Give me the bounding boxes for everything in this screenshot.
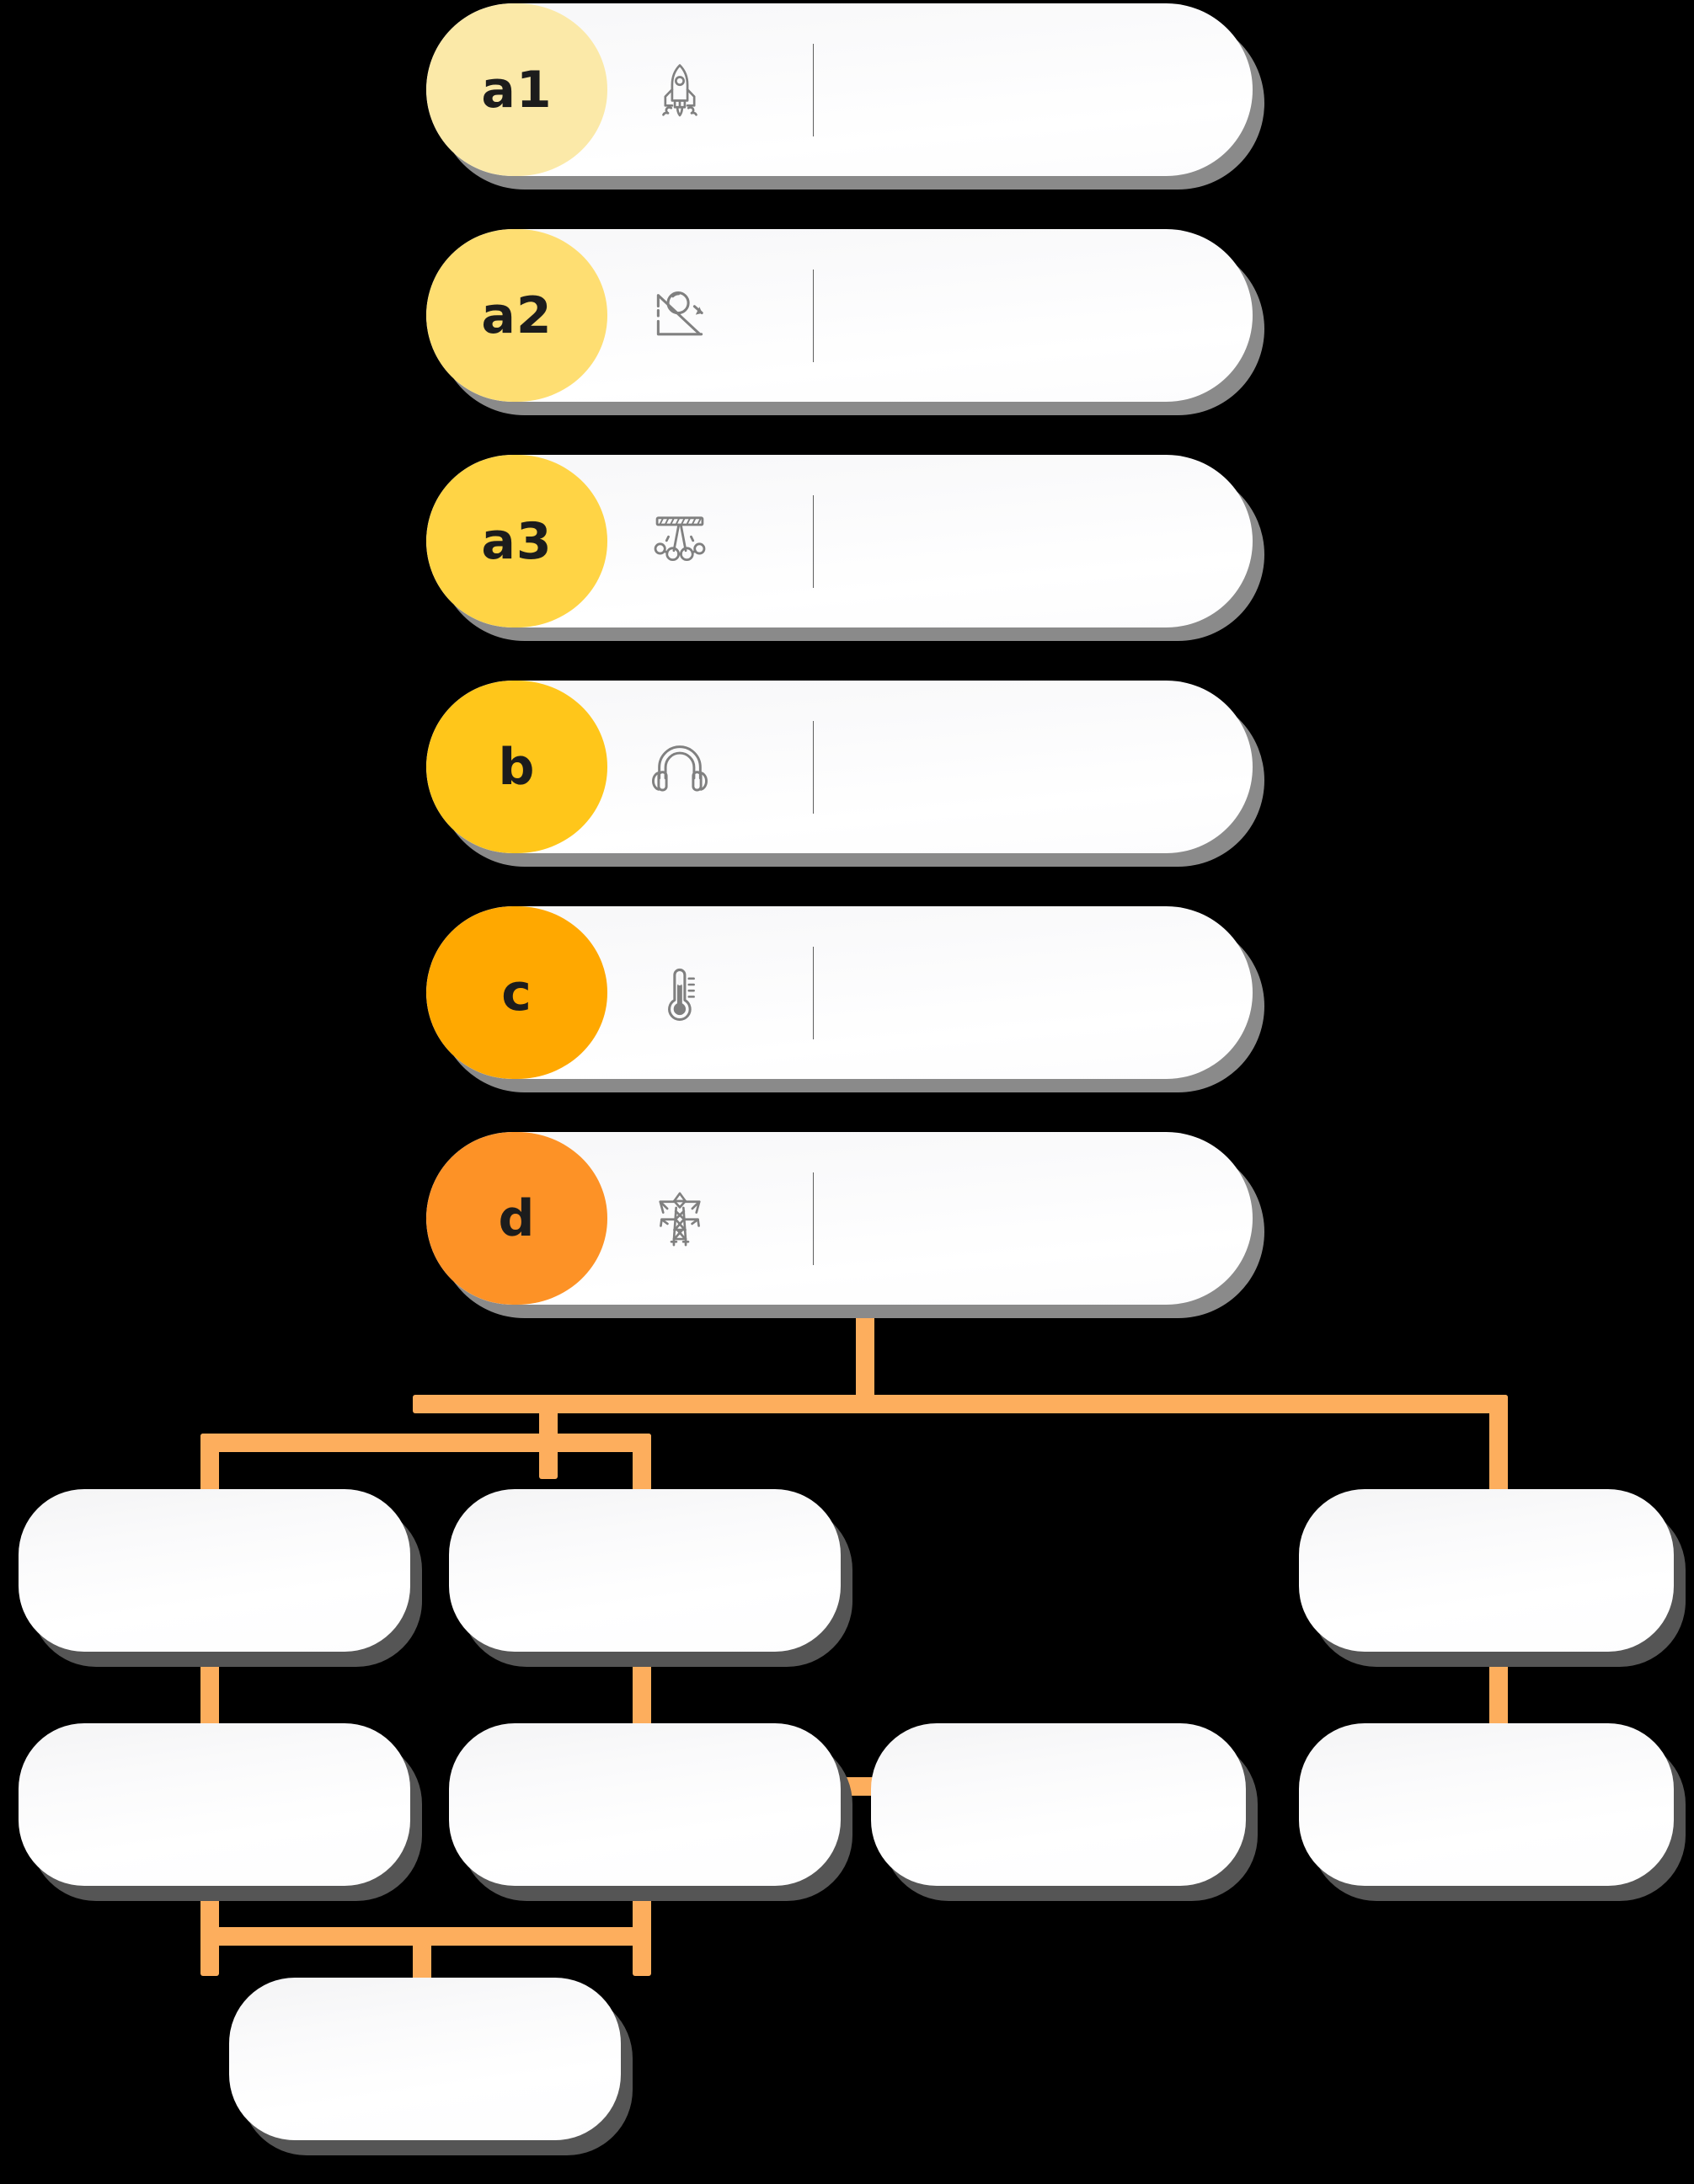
stage-row-content xyxy=(814,229,1253,402)
connector-segment-subspine xyxy=(200,1434,651,1452)
stage-row-surface: c xyxy=(426,906,1253,1079)
tree-card[interactable] xyxy=(19,1489,422,1667)
stage-badge-label: a2 xyxy=(481,286,553,345)
stage-row-content xyxy=(814,1132,1253,1305)
stage-row-content xyxy=(814,3,1253,176)
tree-card[interactable] xyxy=(19,1723,422,1901)
stage-row-a1[interactable]: a1 xyxy=(426,3,1264,190)
stage-row-d[interactable]: d xyxy=(426,1132,1264,1318)
stage-badge-b[interactable]: b xyxy=(426,681,607,853)
stage-badge-a2[interactable]: a2 xyxy=(426,229,607,402)
connector-segment-spine-left-drop xyxy=(539,1395,558,1479)
tree-card-surface xyxy=(871,1723,1246,1886)
tree-card-surface xyxy=(19,1489,410,1652)
rocket-icon xyxy=(607,3,752,176)
thermometer-icon xyxy=(607,906,752,1079)
stage-row-divider xyxy=(813,494,814,588)
connector-segment-spine-right-drop xyxy=(1489,1395,1508,1496)
tree-card-surface xyxy=(1299,1489,1674,1652)
stage-badge-d[interactable]: d xyxy=(426,1132,607,1305)
tree-card[interactable] xyxy=(871,1723,1258,1901)
stage-row-a2[interactable]: a2 xyxy=(426,229,1264,415)
connector-segment-tier3-spine xyxy=(200,1927,651,1946)
stage-row-content xyxy=(814,681,1253,853)
connector-segment-tier1-spine xyxy=(413,1395,1508,1413)
stage-row-content xyxy=(814,906,1253,1079)
connector-segment-sub-right-drop xyxy=(633,1434,651,1496)
connector-segment-sub-left-drop xyxy=(200,1434,219,1496)
stage-badge-c[interactable]: c xyxy=(426,906,607,1079)
tree-card[interactable] xyxy=(449,1723,852,1901)
stage-row-content xyxy=(814,455,1253,627)
stage-row-divider xyxy=(813,43,814,136)
power-tower-icon xyxy=(607,1132,752,1305)
stage-badge-a1[interactable]: a1 xyxy=(426,3,607,176)
stage-badge-label: a3 xyxy=(481,511,553,571)
stage-row-surface: a1 xyxy=(426,3,1253,176)
stage-row-c[interactable]: c xyxy=(426,906,1264,1092)
stage-row-divider xyxy=(813,269,814,362)
tree-card-surface xyxy=(1299,1723,1674,1886)
stage-row-divider xyxy=(813,1172,814,1265)
stage-row-surface: a3 xyxy=(426,455,1253,627)
newtons-cradle-icon xyxy=(607,455,752,627)
tree-card[interactable] xyxy=(1299,1723,1686,1901)
stage-row-divider xyxy=(813,946,814,1039)
stage-badge-label: d xyxy=(498,1188,536,1248)
tree-card[interactable] xyxy=(449,1489,852,1667)
stage-row-a3[interactable]: a3 xyxy=(426,455,1264,641)
headphones-icon xyxy=(607,681,752,853)
stage-row-b[interactable]: b xyxy=(426,681,1264,867)
stage-row-surface: a2 xyxy=(426,229,1253,402)
stage-badge-label: c xyxy=(501,963,532,1023)
stage-badge-label: b xyxy=(498,737,536,797)
tree-card-surface xyxy=(229,1978,621,2140)
stage-badge-a3[interactable]: a3 xyxy=(426,455,607,627)
tree-card-surface xyxy=(19,1723,410,1886)
tree-card[interactable] xyxy=(1299,1489,1686,1667)
tree-card-surface xyxy=(449,1489,841,1652)
stage-row-divider xyxy=(813,720,814,814)
stage-row-surface: d xyxy=(426,1132,1253,1305)
tree-card-surface xyxy=(449,1723,841,1886)
stage-badge-label: a1 xyxy=(481,60,553,120)
ball-on-incline-icon xyxy=(607,229,752,402)
stage-row-surface: b xyxy=(426,681,1253,853)
connector-segment-d-to-trunk xyxy=(856,1305,874,1402)
tree-card[interactable] xyxy=(229,1978,633,2155)
